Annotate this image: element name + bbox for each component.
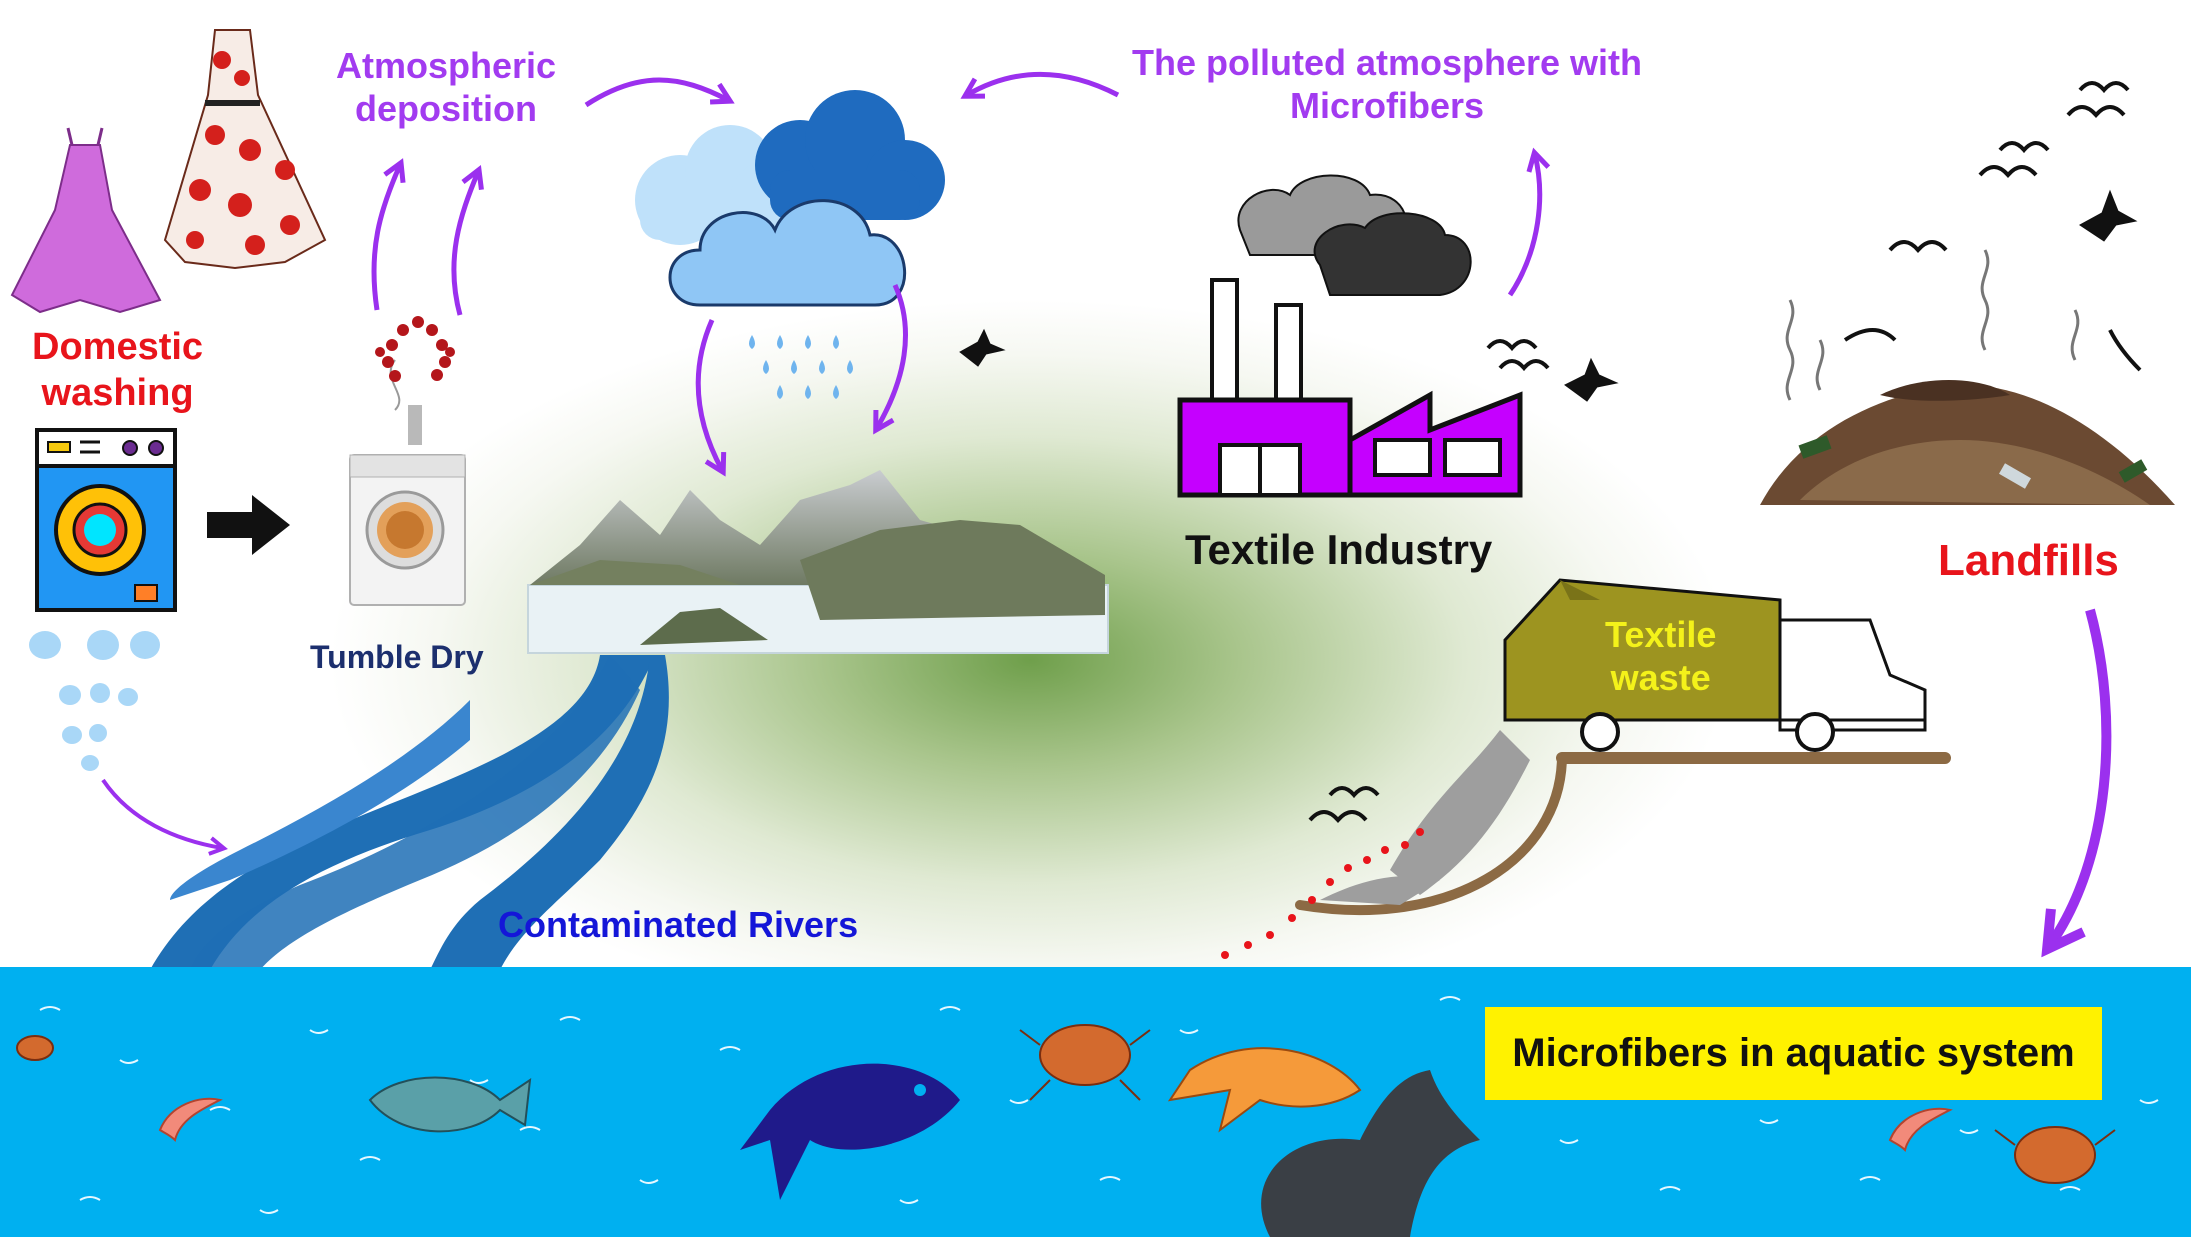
tumble-dry-label: Tumble Dry — [310, 639, 484, 675]
deposition-arrow — [584, 77, 735, 108]
washing-machine-icon — [35, 428, 177, 612]
bird-icons — [959, 81, 2142, 824]
rain-arrow-right — [873, 283, 908, 435]
waste-dumping-ramp-icon — [1295, 730, 1567, 916]
polluted-atmosphere-label: The polluted atmosphere with Microfibers — [1132, 42, 1643, 127]
vapour-arrow-right — [451, 165, 484, 316]
landfill-heap-icon — [1760, 249, 2175, 505]
atmospheric-deposition-label: Atmospheric deposition — [336, 45, 557, 130]
shrimp-icons — [158, 1097, 1953, 1152]
red-poppy-dress-icon — [163, 29, 327, 270]
contaminated-river-icon — [150, 655, 669, 970]
microfibers-aquatic-label: Microfibers in aquatic system — [1512, 1031, 2075, 1075]
purple-dress-icon — [10, 127, 162, 314]
textile-waste-label: Textile waste — [1605, 614, 1717, 699]
vapour-arrow-left — [371, 158, 406, 311]
contaminated-rivers-label: Contaminated Rivers — [498, 904, 859, 945]
koi-fish-icon — [1167, 1047, 1362, 1133]
landfill-to-sea-arrow — [2041, 608, 2112, 958]
black-arrow-icon — [207, 495, 290, 555]
microfibers-aquatic-box: Microfibers in aquatic system — [1485, 1007, 2102, 1100]
microfiber-droplets-icon — [29, 630, 160, 771]
microfiber-dots-icon — [1221, 828, 1424, 959]
cloud-cluster-icon — [635, 90, 945, 307]
textile-industry-label: Textile Industry — [1185, 526, 1493, 573]
fish-blue-grey-icon — [368, 1076, 532, 1133]
landfills-label: Landfills — [1938, 536, 2119, 585]
factory-emission-arrow — [1507, 147, 1551, 297]
tumble-dryer-icon — [349, 359, 466, 606]
domestic-washing-label: Domestic washing — [32, 326, 204, 414]
rain-arrow-left — [695, 318, 727, 477]
mountain-lake-icon — [527, 470, 1109, 654]
rain-drops-icon — [749, 335, 853, 399]
textile-factory-icon — [1177, 174, 1523, 498]
crab-icons — [16, 1024, 2116, 1184]
polluted-atmosphere-arrow — [960, 71, 1120, 99]
fish-navy-icon — [740, 1063, 960, 1200]
fish-dark-grey-icon — [1261, 1070, 1480, 1237]
garbage-truck-icon — [1503, 578, 1951, 764]
washing-to-river-arrow — [101, 778, 228, 856]
fiber-bead-necklace-icon — [375, 316, 455, 382]
